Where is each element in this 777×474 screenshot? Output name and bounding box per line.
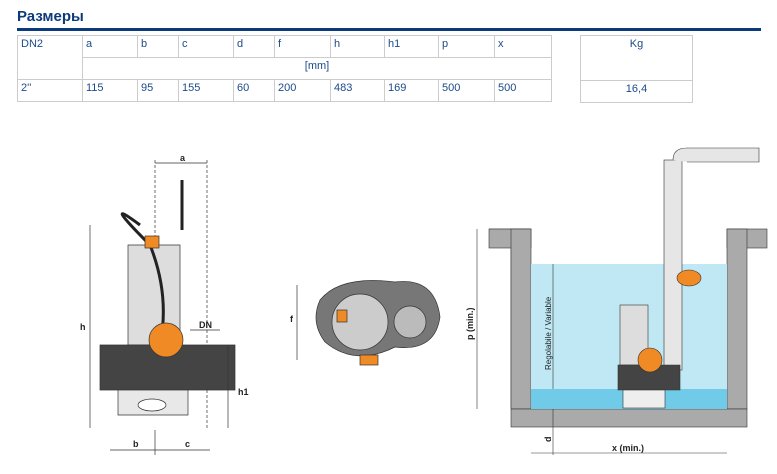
label-f: f (290, 314, 294, 324)
label-dn: DN (199, 320, 212, 330)
pump-side-view (89, 160, 236, 455)
cell: 115 (82, 79, 138, 102)
table-row: 2'' 115 95 155 60 200 483 169 500 500 (17, 79, 552, 102)
cell: 200 (274, 79, 331, 102)
cell: 500 (494, 79, 552, 102)
label-p: p (min.) (465, 308, 475, 341)
table-header-row: DN2 a b c d f h h1 p x (17, 35, 552, 80)
label-variable: Regolabile / Variable (544, 296, 553, 370)
weight-table: Kg 16,4 (580, 35, 693, 103)
installation-view (476, 147, 768, 455)
cell: 155 (178, 79, 234, 102)
label-h: h (80, 322, 86, 332)
cell: 169 (384, 79, 439, 102)
cell: 500 (438, 79, 495, 102)
label-c: c (185, 439, 190, 449)
weight-header: Kg (580, 35, 693, 81)
label-x: x (min.) (612, 443, 644, 453)
label-a: a (180, 153, 186, 163)
header-cell: DN2 (17, 35, 83, 80)
section-title: Размеры (17, 8, 84, 25)
label-b: b (133, 439, 139, 449)
label-h1: h1 (238, 387, 249, 397)
title-underline (17, 28, 761, 31)
pump-top-view (296, 280, 441, 366)
weight-value: 16,4 (580, 80, 693, 103)
label-d: d (543, 437, 553, 443)
dimensions-table: DN2 a b c d f h h1 p x [mm] 2'' 115 95 1… (17, 35, 552, 102)
cell: 95 (137, 79, 179, 102)
